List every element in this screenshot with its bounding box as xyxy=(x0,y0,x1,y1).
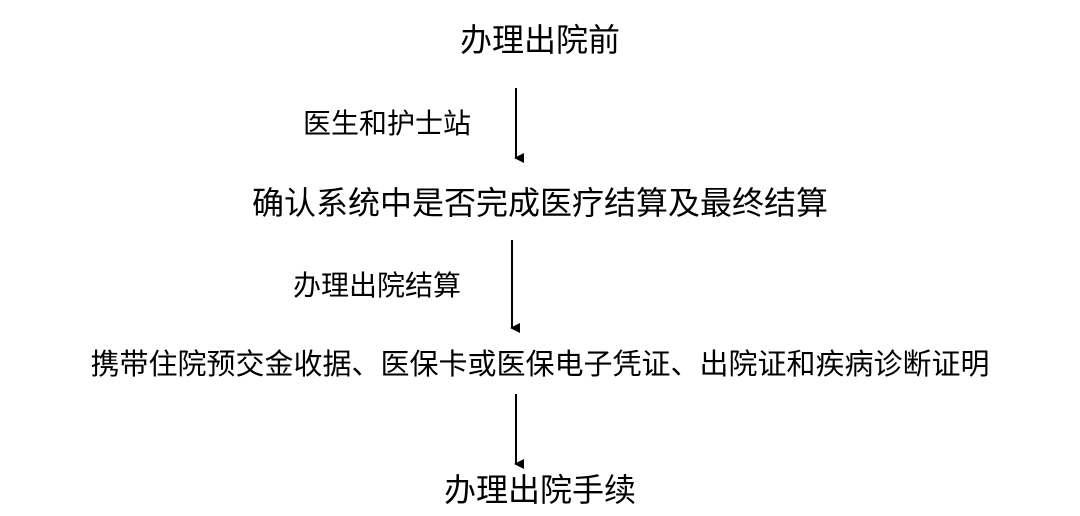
flow-step-confirm-settlement: 确认系统中是否完成医疗结算及最终结算 xyxy=(251,184,828,222)
flow-step-before-discharge: 办理出院前 xyxy=(459,21,620,59)
edge-label-discharge-settlement: 办理出院结算 xyxy=(293,269,462,302)
edge-label-nurse-station: 医生和护士站 xyxy=(303,107,472,140)
flow-step-discharge-procedure: 办理出院手续 xyxy=(443,471,636,509)
flow-step-bring-documents: 携带住院预交金收据、医保卡或医保电子凭证、出院证和疾病诊断证明 xyxy=(90,347,990,381)
